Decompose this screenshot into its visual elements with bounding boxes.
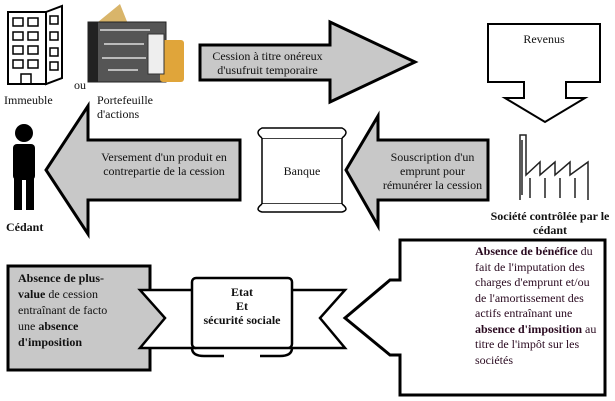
building-label: Immeuble (4, 93, 53, 107)
wallet-icon (87, 4, 184, 83)
state-banner (137, 276, 348, 358)
arrow-revenus (487, 23, 601, 124)
plus-value-text: Absence de plus-value de cession entraîn… (18, 270, 118, 350)
banque-label: Banque (283, 164, 321, 178)
factory-icon (519, 134, 589, 200)
cession-label: Cession à titre onéreux d'usufruit tempo… (212, 49, 323, 77)
plus-value-bold: Absence de plus-value (18, 271, 105, 301)
portfolio-label: Portefeuille d'actions (97, 93, 153, 121)
plus-value-body: de cession entraînant de facto une (18, 287, 108, 333)
state-line1: Etat (231, 285, 253, 299)
plus-value-bold2: absence d'imposition (18, 319, 83, 349)
versement-label: Versement d'un produit en contrepartie d… (101, 150, 227, 178)
cedant-label: Cédant (6, 220, 44, 234)
souscription-label: Souscription d'un emprunt pour rémunérer… (382, 150, 483, 192)
benefice-body2: au titre de l'impôt sur les sociétés (475, 321, 597, 367)
or-label: ou (74, 78, 86, 92)
societe-label: Société contrôlée par le cédant (490, 209, 610, 237)
revenus-label: Revenus (523, 32, 565, 46)
state-label: Etat Et sécurité sociale (192, 285, 292, 327)
benefice-bold2: absence d'imposition (475, 321, 583, 336)
state-line2: Et (236, 299, 248, 313)
arrow-versement (44, 100, 242, 240)
benefice-body: du fait de l'imputation des charges d'em… (475, 244, 593, 320)
building-icon (7, 4, 63, 86)
benefice-bold: Absence de bénéfice (475, 244, 578, 258)
bank-scroll-icon (257, 127, 347, 213)
arrow-cession (198, 19, 419, 105)
arrow-benefice (342, 238, 607, 397)
benefice-text: Absence de bénéfice du fait de l'imputat… (405, 244, 600, 368)
state-line3: sécurité sociale (203, 313, 281, 327)
person-icon (13, 124, 35, 210)
arrow-souscription (344, 110, 490, 232)
